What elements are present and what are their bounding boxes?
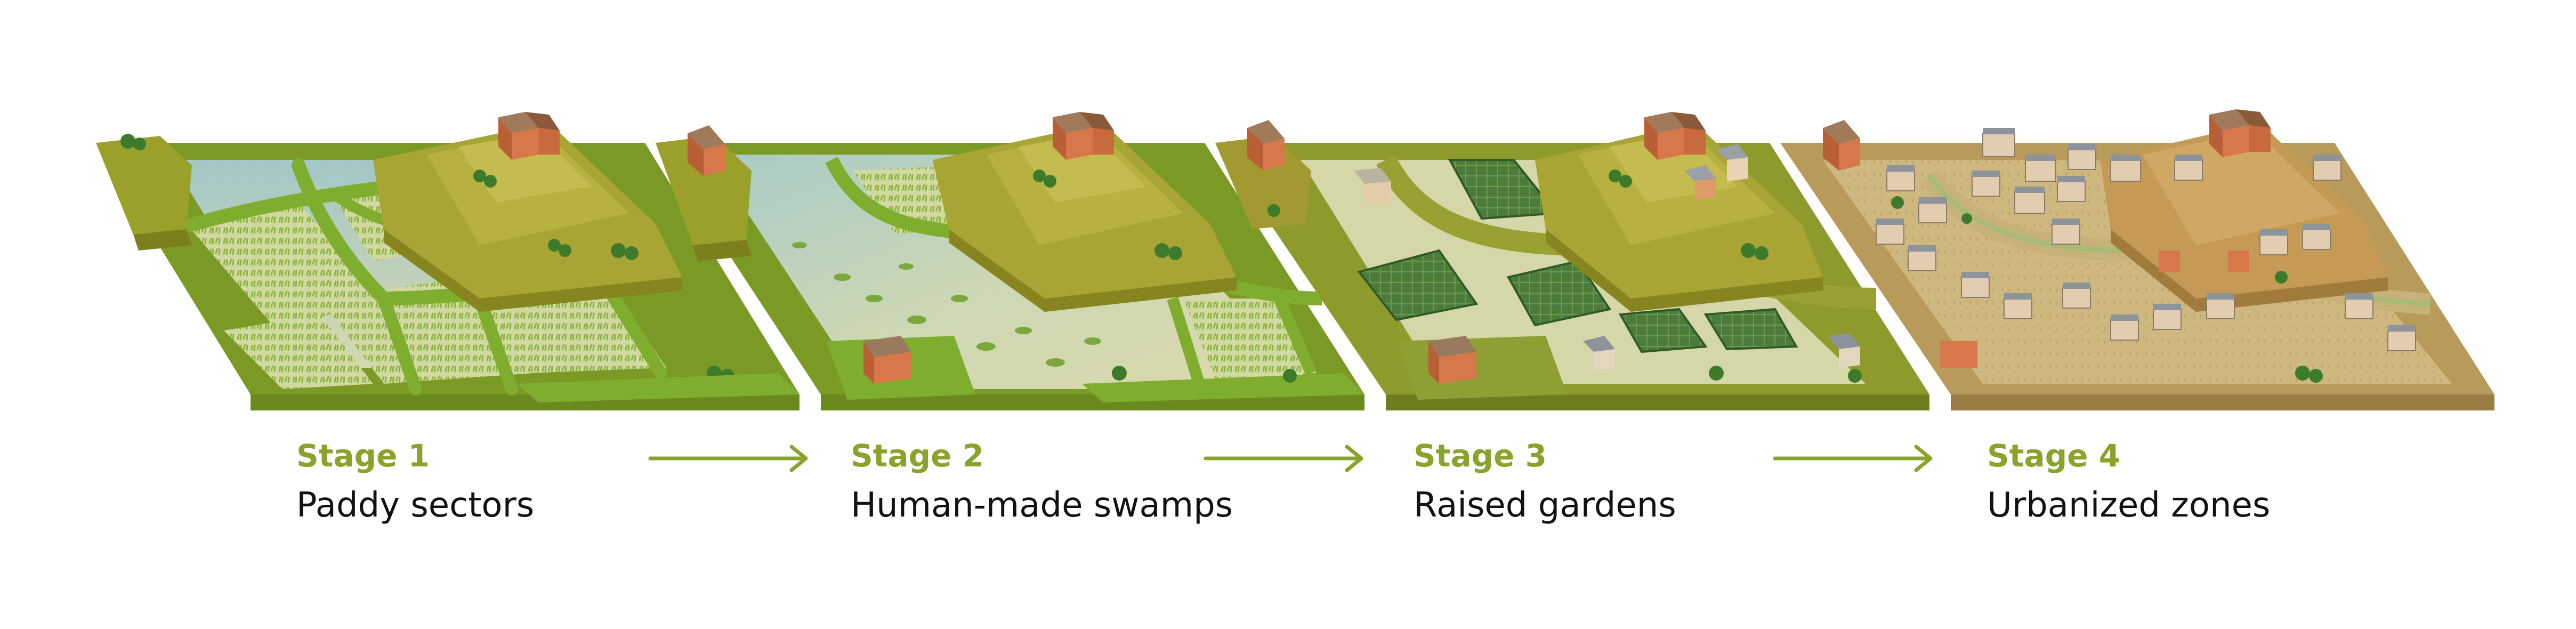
house-icon [1428,336,1476,384]
house-icon [1644,112,1706,160]
right-arrow-icon [1204,445,1363,472]
house-icon [1583,336,1615,370]
dike [1167,296,1317,386]
stage-3-caption: Stage 3 Raised gardens [1414,437,1676,527]
panel-stage-4 [1780,109,2494,410]
house-cluster [1823,109,2416,368]
left-hill [96,136,192,235]
stage-4-label: Stage 4 [1987,438,2121,474]
stage-1-caption: Stage 1 Paddy sectors [296,437,534,527]
panel-stage-2 [656,112,1364,410]
house-icon [863,336,911,384]
right-arrow-icon [1773,445,1933,472]
tree-icon [1891,196,2323,383]
left-hill [656,136,752,245]
dike [377,281,667,396]
raised-garden [1357,249,1479,321]
raised-garden [1703,308,1798,351]
right-arrow-icon [648,445,808,472]
raised-garden [1618,308,1708,353]
terraced-hill [373,123,682,312]
paddy-field [224,314,373,389]
swamp-vegetation [792,242,1101,367]
tree-icon [1267,170,1862,383]
stage-2-label: Stage 2 [851,438,984,474]
panel-stage-3 [1215,112,1929,410]
stage-2-caption: Stage 2 Human-made swamps [851,437,1233,527]
house-icon [1354,168,1391,205]
stage-4-caption: Stage 4 Urbanized zones [1987,437,2270,527]
tree-icon [1033,170,1297,383]
raised-garden [1506,260,1612,327]
stage-1-label: Stage 1 [296,438,430,474]
left-hill [1215,136,1311,229]
house-icon [498,112,560,160]
house-icon [2209,109,2271,157]
panel-stage-1 [96,112,800,410]
stage-3-name: Raised gardens [1414,486,1676,525]
stage-1-name: Paddy sectors [296,486,535,525]
house-icon [1684,144,1748,200]
house-icon [1823,120,1860,171]
house-icon [1053,112,1114,160]
stage-4-name: Urbanized zones [1987,486,2271,525]
house-icon [1828,333,1860,368]
house-icon [1247,120,1285,171]
stage-2-name: Human-made swamps [851,486,1233,525]
house-icon [688,125,725,176]
stage-3-label: Stage 3 [1414,438,1547,474]
